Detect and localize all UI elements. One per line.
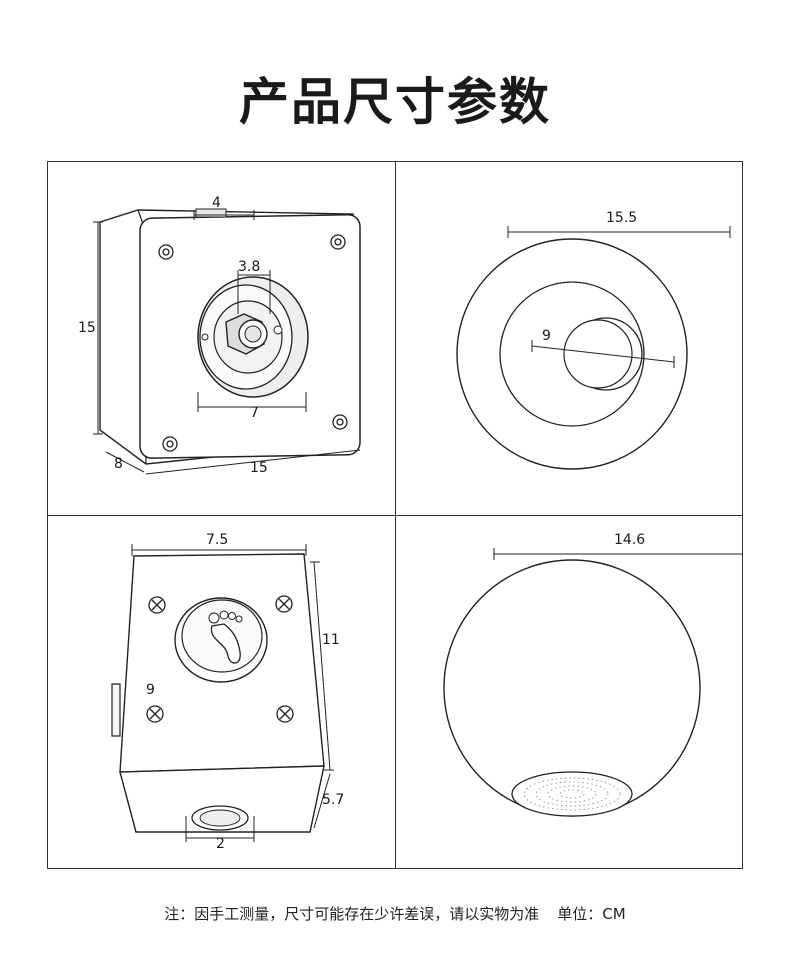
dim-inner: 9 [542,328,551,344]
dim-diameter: 14.6 [614,532,646,548]
footer-note: 注：因手工测量，尺寸可能存在少许差误，请以实物为准单位：CM [0,903,790,924]
panel-flange-top: 15.5 9 [396,162,742,516]
panel-box-side: 7.5 11 9 5.7 2 [48,516,396,868]
dim-side: 9 [146,682,155,698]
dim-outer: 15.5 [606,210,638,226]
dim-width: 7.5 [206,532,229,548]
dim-hole: 3.8 [238,259,261,275]
dim-bottom: 5.7 [322,792,345,808]
dimension-grid: 4 3.8 7 15 8 15 15.5 9 [47,161,743,869]
panel-box-front: 4 3.8 7 15 8 15 [48,162,396,516]
dim-hole: 2 [216,836,225,852]
dim-height: 15 [78,320,96,336]
panel-sphere: 14.6 [396,516,742,868]
dim-ring: 7 [250,405,259,421]
dim-depth: 8 [114,456,123,472]
dim-height: 11 [322,632,340,648]
dim-top-tab: 4 [212,195,221,211]
unit-label: 单位：CM [557,905,626,923]
dim-width: 15 [250,460,268,476]
box-side-drawing [111,544,334,842]
flange-drawing [456,226,731,470]
box-front-drawing [93,208,361,475]
measurement-note: 注：因手工测量，尺寸可能存在少许差误，请以实物为准 [164,905,540,923]
sphere-drawing [443,548,742,817]
page-title: 产品尺寸参数 [239,73,551,131]
